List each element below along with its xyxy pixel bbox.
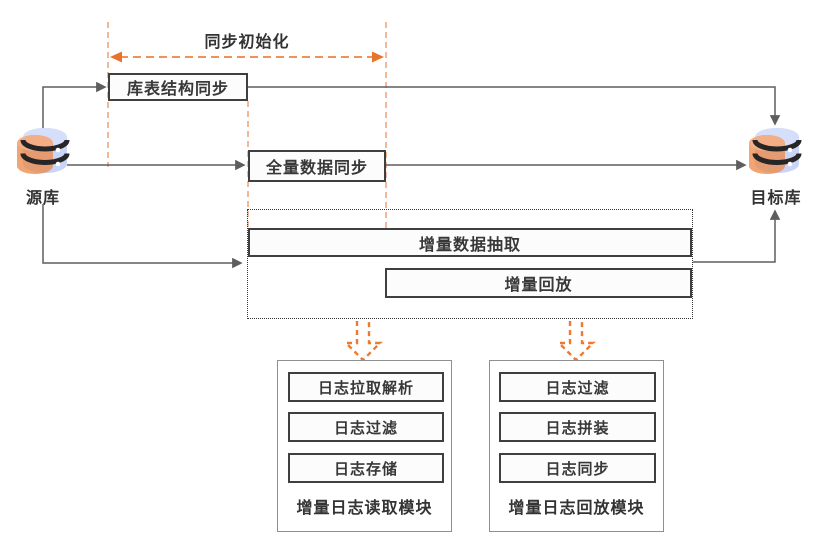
log-reader-item-parse: 日志拉取解析 bbox=[288, 372, 444, 402]
block-arrow-reader bbox=[343, 321, 383, 362]
incremental-stage-container bbox=[247, 209, 693, 319]
log-replay-item-assemble: 日志拼装 bbox=[499, 412, 656, 442]
log-replay-item-filter: 日志过滤 bbox=[499, 372, 656, 402]
block-arrow-replay bbox=[556, 321, 596, 362]
source-database-label: 源库 bbox=[25, 190, 60, 207]
log-replay-module: 日志过滤 日志拼装 日志同步 增量日志回放模块 bbox=[489, 360, 664, 532]
phase-arrowhead-right bbox=[372, 51, 384, 63]
phase-range-arrow bbox=[110, 51, 384, 63]
log-reader-item-filter: 日志过滤 bbox=[288, 412, 444, 442]
full-data-sync-node: 全量数据同步 bbox=[248, 150, 386, 182]
connector-incremental-to-target bbox=[693, 209, 781, 263]
phase-label: 同步初始化 bbox=[204, 34, 290, 51]
log-reader-module-label: 增量日志读取模块 bbox=[296, 500, 433, 517]
log-reader-module: 日志拉取解析 日志过滤 日志存储 增量日志读取模块 bbox=[277, 360, 452, 532]
target-database-icon bbox=[749, 128, 802, 174]
connector-schema-to-target bbox=[248, 86, 781, 126]
phase-arrowhead-left bbox=[110, 51, 122, 63]
module-flow-arrows bbox=[343, 321, 596, 362]
connector-source-to-incremental bbox=[42, 204, 243, 269]
incremental-extract-node: 增量数据抽取 bbox=[248, 228, 692, 257]
phase-guidelines bbox=[107, 22, 387, 228]
log-replay-item-sync: 日志同步 bbox=[499, 453, 656, 483]
connector-source-to-schema bbox=[42, 81, 107, 130]
schema-sync-node: 库表结构同步 bbox=[108, 73, 248, 101]
source-database-icon bbox=[17, 128, 70, 174]
target-database-label: 目标库 bbox=[750, 190, 802, 207]
log-replay-module-label: 增量日志回放模块 bbox=[508, 500, 645, 517]
log-reader-item-store: 日志存储 bbox=[288, 453, 444, 483]
incremental-replay-node: 增量回放 bbox=[385, 268, 692, 298]
